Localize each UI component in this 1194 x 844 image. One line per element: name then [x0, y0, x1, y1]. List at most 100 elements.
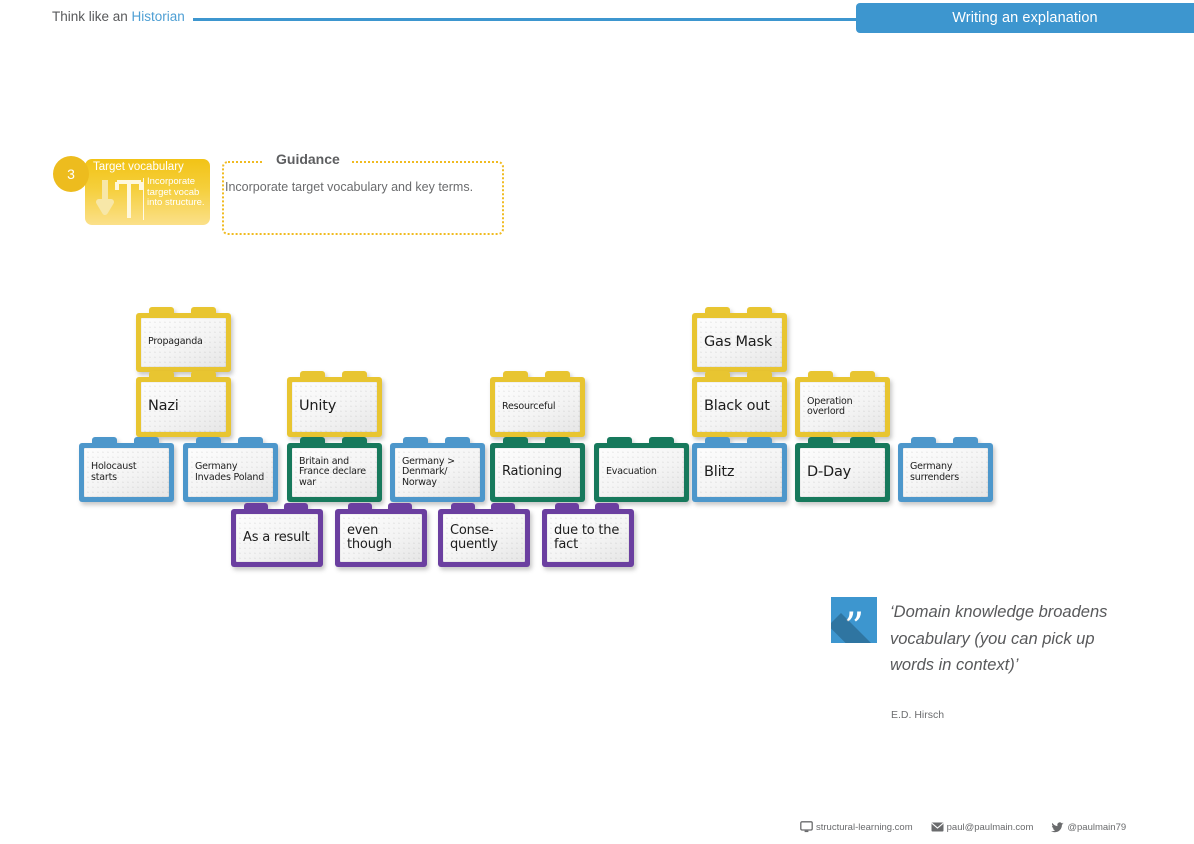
brick-face: Holocaust starts	[84, 448, 169, 497]
lego-brick[interactable]: Germany surrenders	[898, 437, 993, 502]
brick-face: Evacuation	[599, 448, 684, 497]
brick-label: due to the fact	[554, 522, 620, 552]
brick-stud	[953, 437, 978, 444]
brick-face: due to the fact	[547, 514, 629, 562]
brick-stud	[705, 371, 730, 378]
arrow-down-t-icon	[93, 178, 145, 220]
lego-brick[interactable]: Conse- quently	[438, 503, 530, 567]
brick-label: Germany surrenders	[910, 461, 960, 483]
quote-author: E.D. Hirsch	[891, 709, 945, 721]
lego-brick[interactable]: Unity	[287, 371, 382, 437]
lego-brick[interactable]: due to the fact	[542, 503, 634, 567]
brick-face: Germany surrenders	[903, 448, 988, 497]
header-rule	[193, 18, 871, 21]
lego-brick[interactable]: Rationing	[490, 437, 585, 502]
brick-stud	[649, 437, 674, 444]
lego-brick[interactable]: Gas Mask	[692, 307, 787, 372]
brick-stud	[238, 437, 263, 444]
step-card-title: Target vocabulary	[93, 161, 184, 173]
page-title-prefix: Think like an	[52, 9, 132, 24]
lego-brick[interactable]: D-Day	[795, 437, 890, 502]
brick-label: Conse- quently	[450, 522, 498, 552]
brick-stud	[595, 503, 620, 510]
brick-label: D-Day	[807, 463, 852, 480]
brick-face: Conse- quently	[443, 514, 525, 562]
brick-stud	[747, 307, 772, 314]
brick-face: D-Day	[800, 448, 885, 497]
footer-item-twitter[interactable]: @paulmain79	[1051, 822, 1126, 833]
brick-face: Germany > Denmark/ Norway	[395, 448, 480, 497]
lego-brick[interactable]: Germany Invades Poland	[183, 437, 278, 502]
guidance-box	[222, 161, 504, 235]
lego-brick[interactable]: Britain and France declare war	[287, 437, 382, 502]
brick-stud	[808, 437, 833, 444]
brick-face: Rationing	[495, 448, 580, 497]
brick-stud	[747, 371, 772, 378]
brick-stud	[149, 371, 174, 378]
brick-stud	[503, 437, 528, 444]
brick-label: Germany Invades Poland	[195, 461, 265, 483]
brick-stud	[191, 307, 216, 314]
brick-face: Black out	[697, 382, 782, 432]
brick-stud	[134, 437, 159, 444]
brick-label: Blitz	[704, 463, 735, 480]
brick-label: Resourceful	[502, 400, 556, 412]
footer-item-website[interactable]: structural-learning.com	[800, 821, 913, 833]
brick-stud	[347, 503, 372, 510]
step-card-divider	[143, 178, 144, 220]
brick-stud	[191, 371, 216, 378]
twitter-icon	[1051, 821, 1064, 833]
lego-brick[interactable]: Resourceful	[490, 371, 585, 437]
page-title-accent: Historian	[131, 9, 185, 24]
lego-brick[interactable]: Blitz	[692, 437, 787, 502]
footer-twitter-label: @paulmain79	[1067, 821, 1127, 833]
lego-brick[interactable]: Evacuation	[594, 437, 689, 502]
lego-brick[interactable]: Nazi	[136, 371, 231, 437]
brick-face: Blitz	[697, 448, 782, 497]
brick-stud	[747, 437, 772, 444]
brick-stud	[403, 437, 428, 444]
brick-stud	[342, 371, 367, 378]
lego-brick[interactable]: Holocaust starts	[79, 437, 174, 502]
lego-brick[interactable]: Germany > Denmark/ Norway	[390, 437, 485, 502]
lego-brick[interactable]: Operation overlord	[795, 371, 890, 437]
brick-stud	[284, 503, 309, 510]
brick-face: Germany Invades Poland	[188, 448, 273, 497]
brick-stud	[243, 503, 268, 510]
brick-stud	[503, 371, 528, 378]
page-footer: structural-learning.com paul@paulmain.co…	[800, 818, 1140, 836]
brick-face: Operation overlord	[800, 382, 885, 432]
brick-label: Britain and France declare war	[299, 456, 366, 488]
envelope-icon	[931, 822, 944, 832]
lego-brick[interactable]: Propaganda	[136, 307, 231, 372]
brick-stud	[705, 307, 730, 314]
lego-brick[interactable]: Black out	[692, 371, 787, 437]
brick-stud	[92, 437, 117, 444]
footer-item-email[interactable]: paul@paulmain.com	[931, 822, 1033, 833]
brick-face: Resourceful	[495, 382, 580, 432]
brick-label: As a result	[243, 529, 310, 545]
brick-label: Rationing	[502, 464, 562, 480]
guidance-text: Incorporate target vocabulary and key te…	[225, 180, 474, 194]
brick-stud	[196, 437, 221, 444]
brick-stud	[808, 371, 833, 378]
brick-face: Propaganda	[141, 318, 226, 367]
brick-label: Holocaust starts	[91, 461, 137, 483]
brick-stud	[342, 437, 367, 444]
brick-face: Gas Mask	[697, 318, 782, 367]
brick-face: Unity	[292, 382, 377, 432]
brick-stud	[850, 371, 875, 378]
quote-mark-icon: ”	[831, 597, 877, 643]
brick-label: Nazi	[148, 398, 179, 415]
lego-brick[interactable]: even though	[335, 503, 427, 567]
brick-face: Nazi	[141, 382, 226, 432]
brick-stud	[450, 503, 475, 510]
guidance-label: Guidance	[264, 151, 352, 167]
brick-label: Evacuation	[606, 466, 657, 478]
lego-brick[interactable]: As a result	[231, 503, 323, 567]
brick-label: Black out	[704, 398, 770, 415]
brick-stud	[300, 371, 325, 378]
page-header: Think like an Historian Writing an expla…	[0, 0, 1194, 44]
